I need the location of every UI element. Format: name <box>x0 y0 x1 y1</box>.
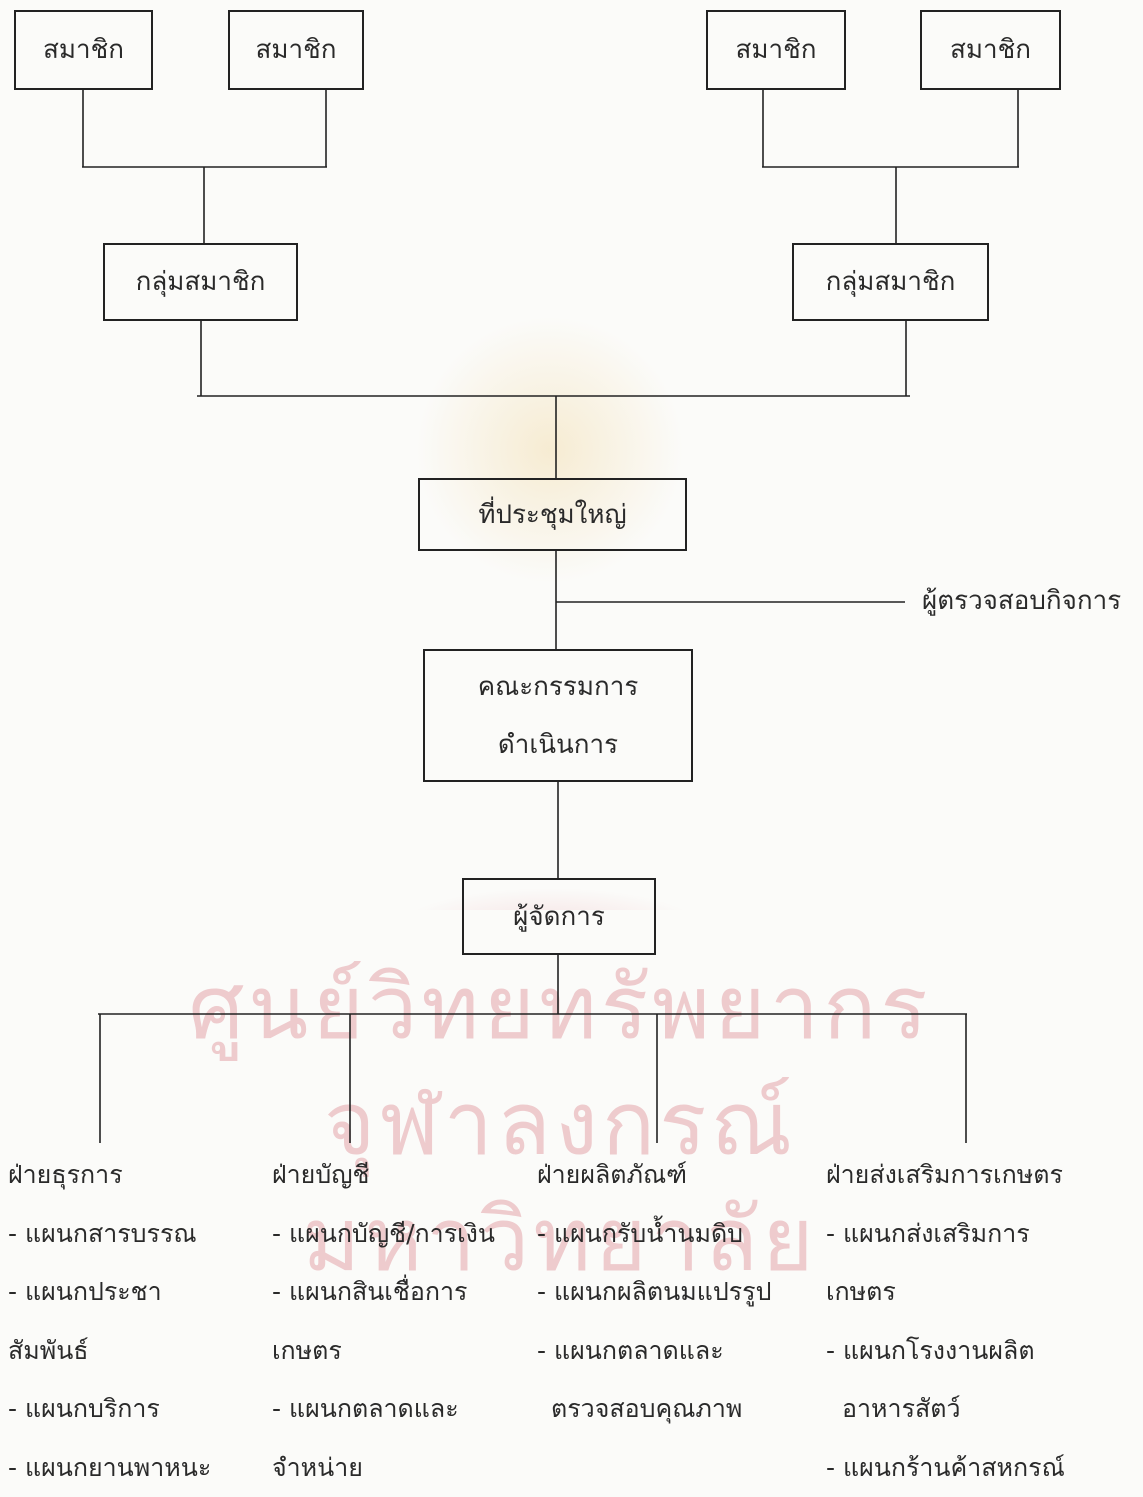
member-group-right-label: กลุ่มสมาชิก <box>826 253 956 311</box>
department-accounting: ฝ่ายบัญชี - แผนกบัญชี/การเงิน - แผนกสินเ… <box>272 1146 495 1497</box>
department-title: ฝ่ายส่งเสริมการเกษตร <box>826 1146 1065 1205</box>
general-meeting-box: ที่ประชุมใหญ่ <box>418 478 687 551</box>
board-label-line-1: คณะกรรมการ <box>478 658 639 716</box>
member-group-left-label: กลุ่มสมาชิก <box>136 253 266 311</box>
department-products: ฝ่ายผลิตภัณฑ์ - แผนกรับน้ำนมดิบ - แผนกผล… <box>537 1146 771 1439</box>
department-admin: ฝ่ายธุรการ - แผนกสารบรรณ - แผนกประชา สัม… <box>8 1146 211 1497</box>
section-item: - แผนกร้านค้าสหกรณ์ <box>826 1439 1065 1497</box>
department-title: ฝ่ายบัญชี <box>272 1146 495 1205</box>
section-item: - แผนกประชา <box>8 1263 211 1322</box>
section-item: - แผนกผลิตนมแปรรูป <box>537 1263 771 1322</box>
member-box-1: สมาชิก <box>14 10 153 90</box>
section-item: เกษตร <box>826 1263 1065 1322</box>
section-item: - แผนกสินเชื่อการ <box>272 1263 495 1322</box>
auditor-label: ผู้ตรวจสอบกิจการ <box>922 580 1121 621</box>
member-box-4: สมาชิก <box>920 10 1061 90</box>
member-group-left: กลุ่มสมาชิก <box>103 243 298 321</box>
section-item: - แผนกบัญชี/การเงิน <box>272 1205 495 1264</box>
section-item: ตรวจสอบคุณภาพ <box>537 1380 771 1439</box>
section-item: - แผนกสารบรรณ <box>8 1205 211 1264</box>
section-item: - แผนกบริการ <box>8 1380 211 1439</box>
member-label-2: สมาชิก <box>256 21 337 79</box>
board-label-line-2: ดำเนินการ <box>498 716 618 774</box>
manager-box: ผู้จัดการ <box>462 878 656 955</box>
section-item: - แผนกยานพาหนะ <box>8 1439 211 1497</box>
section-item: เกษตร <box>272 1322 495 1381</box>
member-label-4: สมาชิก <box>950 21 1031 79</box>
section-item: - แผนกส่งเสริมการ <box>826 1205 1065 1264</box>
board-box: คณะกรรมการ ดำเนินการ <box>423 649 693 782</box>
section-item: - แผนกตลาดและ <box>537 1322 771 1381</box>
department-title: ฝ่ายผลิตภัณฑ์ <box>537 1146 771 1205</box>
section-item: สัมพันธ์ <box>8 1322 211 1381</box>
manager-label: ผู้จัดการ <box>513 888 605 946</box>
member-group-right: กลุ่มสมาชิก <box>792 243 989 321</box>
department-title: ฝ่ายธุรการ <box>8 1146 211 1205</box>
member-box-2: สมาชิก <box>228 10 364 90</box>
general-meeting-label: ที่ประชุมใหญ่ <box>478 486 626 544</box>
department-agri-promotion: ฝ่ายส่งเสริมการเกษตร - แผนกส่งเสริมการ เ… <box>826 1146 1065 1497</box>
section-item: จำหน่าย <box>272 1439 495 1497</box>
section-item: - แผนกรับน้ำนมดิบ <box>537 1205 771 1264</box>
member-label-1: สมาชิก <box>43 21 124 79</box>
section-item: อาหารสัตว์ <box>826 1380 1065 1439</box>
member-label-3: สมาชิก <box>736 21 817 79</box>
section-item: - แผนกตลาดและ <box>272 1380 495 1439</box>
section-item: - แผนกโรงงานผลิต <box>826 1322 1065 1381</box>
member-box-3: สมาชิก <box>706 10 846 90</box>
